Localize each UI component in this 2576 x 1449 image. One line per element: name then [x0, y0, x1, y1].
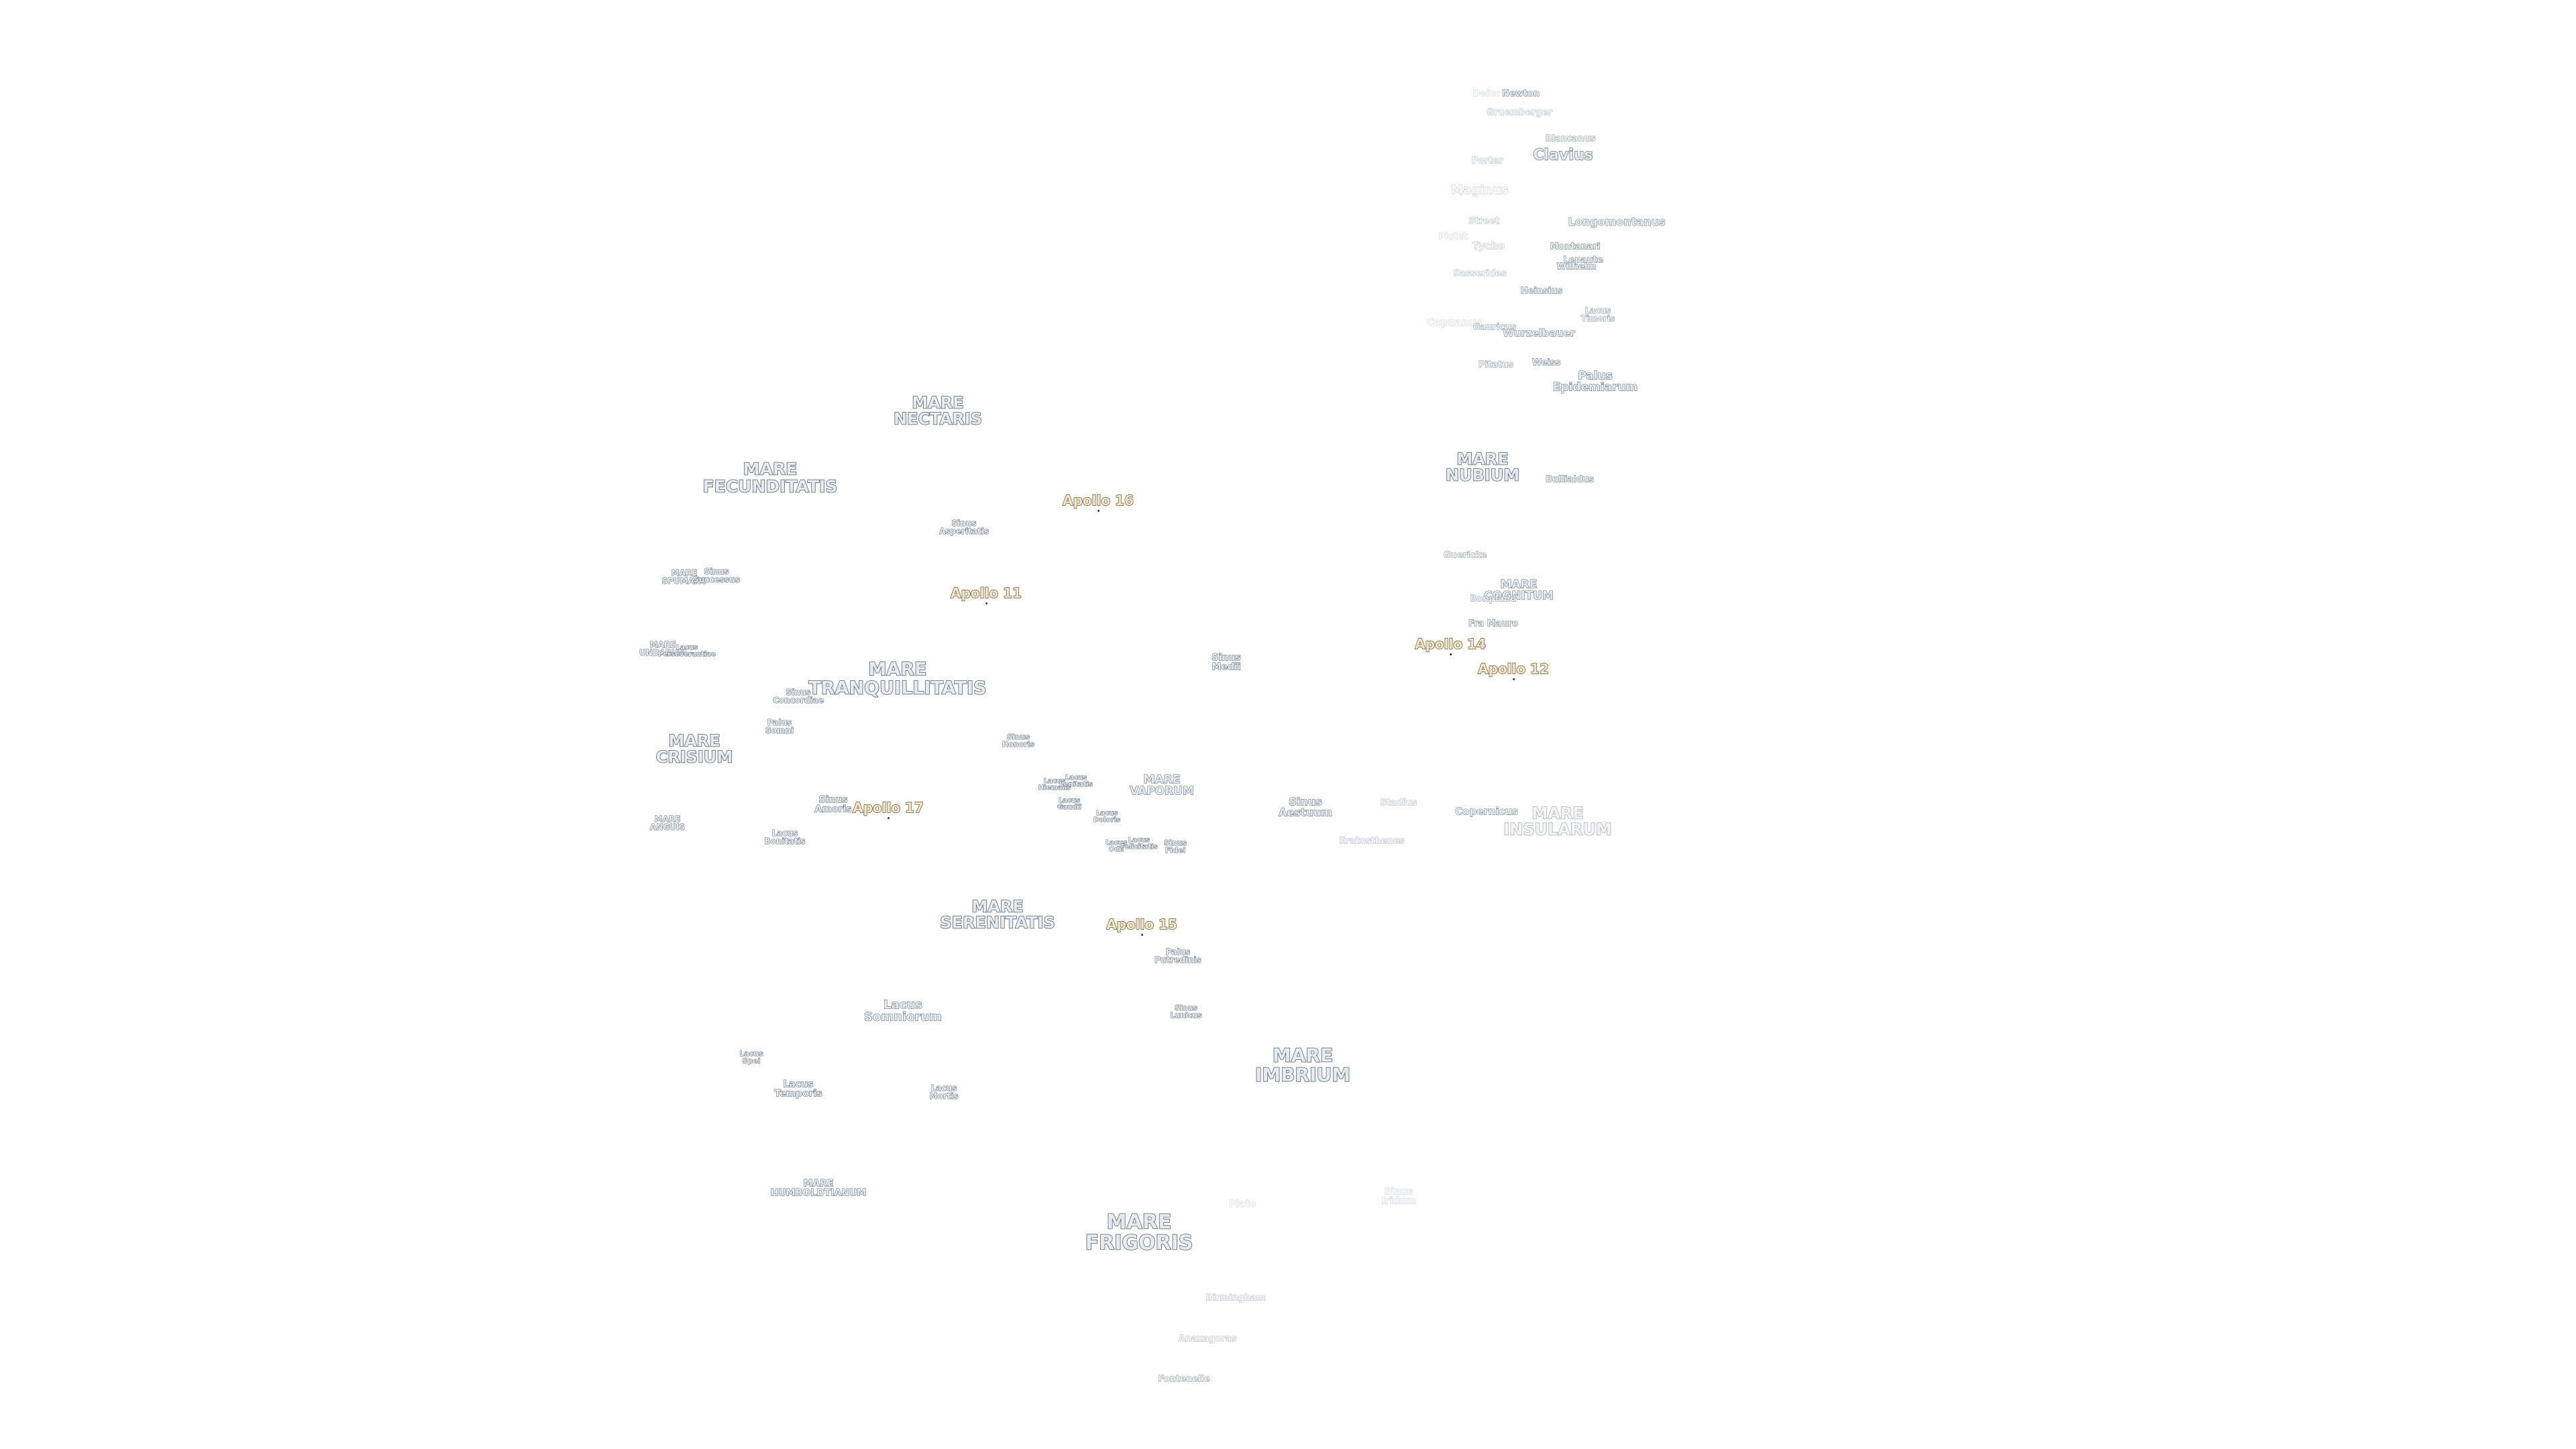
- label-sinus-honoris: Sinus Honoris: [1002, 732, 1035, 749]
- label-sinus-lunicus: Sinus Lunicus: [1170, 1003, 1202, 1020]
- label-sinus-aestuum: Sinus Aestuum: [1279, 795, 1333, 819]
- apollo-11-label: Apollo 11: [950, 584, 1022, 601]
- label-crater-gruemberger: Gruemberger: [1487, 107, 1553, 118]
- label-crater-pitatus: Pitatus: [1478, 360, 1514, 370]
- label-crater-porter: Porter: [1471, 156, 1503, 166]
- label-lacus-hiemalis: Lacus Hiemalis: [1038, 777, 1071, 792]
- label-crater-fra-mauro: Fra Mauro: [1468, 619, 1519, 629]
- label-sinus-amoris: Sinus Amoris: [814, 794, 852, 815]
- landing-site-dot: [1141, 934, 1143, 936]
- label-mare-humboldtianum: MARE HUMBOLDTIANUM: [770, 1178, 867, 1199]
- label-mare-undarum: MARE UNDARUM: [639, 639, 687, 657]
- label-crater-capuanus: Capuanus: [1426, 316, 1483, 329]
- label-crater-fontenelle: Fontenelle: [1158, 1374, 1210, 1385]
- label-lacus-bonitatis: Lacus Bonitatis: [764, 828, 806, 846]
- label-crater-eratosthenes: Eratosthenes: [1339, 836, 1405, 847]
- label-crater-heinsius: Heinsius: [1520, 286, 1563, 297]
- landing-site-dot: [888, 817, 890, 819]
- label-mare-imbrium: MARE IMBRIUM: [1254, 1044, 1351, 1085]
- label-sinus-medii: Sinus Medii: [1212, 652, 1241, 673]
- label-sinus-asperitatis: Sinus Asperitatis: [938, 518, 989, 536]
- label-crater-street: Street: [1468, 216, 1500, 227]
- label-crater-wurzelbauer: Wurzelbauer: [1503, 327, 1576, 339]
- apollo-14-marker[interactable]: Apollo 14: [1414, 635, 1487, 655]
- label-lacus-somniorum: Lacus Somniorum: [864, 998, 943, 1024]
- apollo-16-marker[interactable]: Apollo 16: [1062, 492, 1134, 512]
- label-mare-nectaris: MARE NECTARIS: [893, 393, 982, 429]
- label-palus-putredinis: Palus Putredinis: [1155, 947, 1202, 965]
- label-mare-cognitum: MARE COGNITUM: [1484, 578, 1554, 603]
- label-crater-plato: Plato: [1228, 1198, 1256, 1210]
- label-mare-crisium: MARE CRISIUM: [655, 731, 733, 767]
- label-lacus-temporis: Lacus Temporis: [774, 1079, 823, 1099]
- label-crater-clavius: Clavius: [1533, 146, 1594, 164]
- label-lacus-gaudii: Lacus Gaudii: [1057, 796, 1082, 812]
- label-palus-epidemiarum: Palus Epidemiarum: [1552, 369, 1638, 394]
- label-sinus-concordiae: Sinus Concordiae: [773, 687, 824, 705]
- label-crater-wilhelm: Wilhelm: [1556, 262, 1597, 272]
- label-crater-tycho: Tycho: [1472, 239, 1505, 252]
- label-crater-longomontanus: Longomontanus: [1568, 215, 1666, 228]
- label-crater-guericke: Guericke: [1443, 550, 1487, 561]
- label-mare-tranquillitatis: MARE TRANQUILLITATIS: [808, 659, 987, 698]
- label-mare-anguis: MARE ANGUIS: [649, 814, 686, 832]
- label-palus-somni: Palus Somni: [765, 717, 794, 735]
- apollo-12-marker[interactable]: Apollo 12: [1477, 660, 1550, 680]
- apollo-17-marker[interactable]: Apollo 17: [852, 799, 924, 819]
- label-lacus-spei: Lacus Spei: [739, 1049, 763, 1065]
- label-sinus-successus: Sinus Successus: [693, 566, 741, 584]
- label-crater-lepaute: Lepaute: [1563, 255, 1603, 266]
- landing-site-dot: [985, 602, 987, 604]
- label-lacus-odii: Lacus Odii: [1105, 839, 1128, 854]
- label-crater-bonpland: Bonpland: [1470, 594, 1517, 604]
- label-crater-bullialdus: Bullialdus: [1545, 474, 1595, 485]
- label-sinus-iridum: Sinus Iridum: [1381, 1186, 1416, 1207]
- label-crater-stadius: Stadius: [1380, 798, 1417, 808]
- label-mare-insularum: MARE INSULARUM: [1503, 804, 1612, 839]
- label-mare-frigoris: MARE FRIGORIS: [1085, 1210, 1193, 1254]
- landing-site-dot: [1097, 510, 1099, 512]
- apollo-17-label: Apollo 17: [852, 799, 924, 816]
- apollo-11-marker[interactable]: Apollo 11: [950, 584, 1022, 604]
- label-mare-nubium: MARE NUBIUM: [1445, 449, 1520, 485]
- apollo-15-marker[interactable]: Apollo 15: [1106, 916, 1178, 936]
- label-lacus-mortis: Lacus Mortis: [929, 1083, 959, 1101]
- apollo-15-label: Apollo 15: [1106, 916, 1177, 932]
- label-crater-weiss: Weiss: [1532, 358, 1561, 368]
- label-crater-anaxagoras: Anaxagoras: [1178, 1334, 1237, 1344]
- label-crater-birmingham: Birmingham: [1205, 1293, 1266, 1303]
- label-lacus-lenitatis: Lacus Lenitatis: [1059, 773, 1093, 789]
- label-mare-serenitatis: MARE SERENITATIS: [940, 897, 1056, 932]
- label-crater-copernicus: Copernicus: [1455, 805, 1519, 818]
- label-crater-maginus: Maginus: [1451, 182, 1509, 197]
- label-crater-montanari: Montanari: [1550, 241, 1601, 252]
- apollo-12-label: Apollo 12: [1477, 660, 1549, 677]
- label-mare-spumans: MARE SPUMANS: [661, 568, 707, 586]
- label-crater-newton: Newton: [1501, 89, 1540, 99]
- label-lacus-felicitatis: Lacus Felicitatis: [1120, 836, 1158, 851]
- label-crater-deluc: Deluc: [1472, 89, 1501, 99]
- label-crater-pictet: Pictet: [1438, 231, 1468, 242]
- label-mare-vaporum: MARE VAPORUM: [1130, 773, 1195, 798]
- landing-site-dot: [1450, 653, 1452, 655]
- label-sinus-fidei: Sinus Fidei: [1164, 838, 1187, 855]
- apollo-14-label: Apollo 14: [1414, 635, 1486, 652]
- apollo-16-label: Apollo 16: [1062, 492, 1134, 508]
- label-lacus-timoris: Lacus Timoris: [1580, 305, 1615, 323]
- label-lacus-perseverantiae: Lacus Perseverantiae: [658, 643, 716, 659]
- landing-site-dot: [1513, 678, 1515, 680]
- label-crater-sasserides: Sasserides: [1453, 268, 1507, 279]
- label-crater-gauricus: Gauricus: [1472, 322, 1517, 333]
- label-crater-blancanus: Blancanus: [1545, 133, 1596, 144]
- label-lacus-doloris: Lacus Doloris: [1093, 809, 1121, 824]
- label-mare-fecunditatis: MARE FECUNDITATIS: [702, 459, 838, 496]
